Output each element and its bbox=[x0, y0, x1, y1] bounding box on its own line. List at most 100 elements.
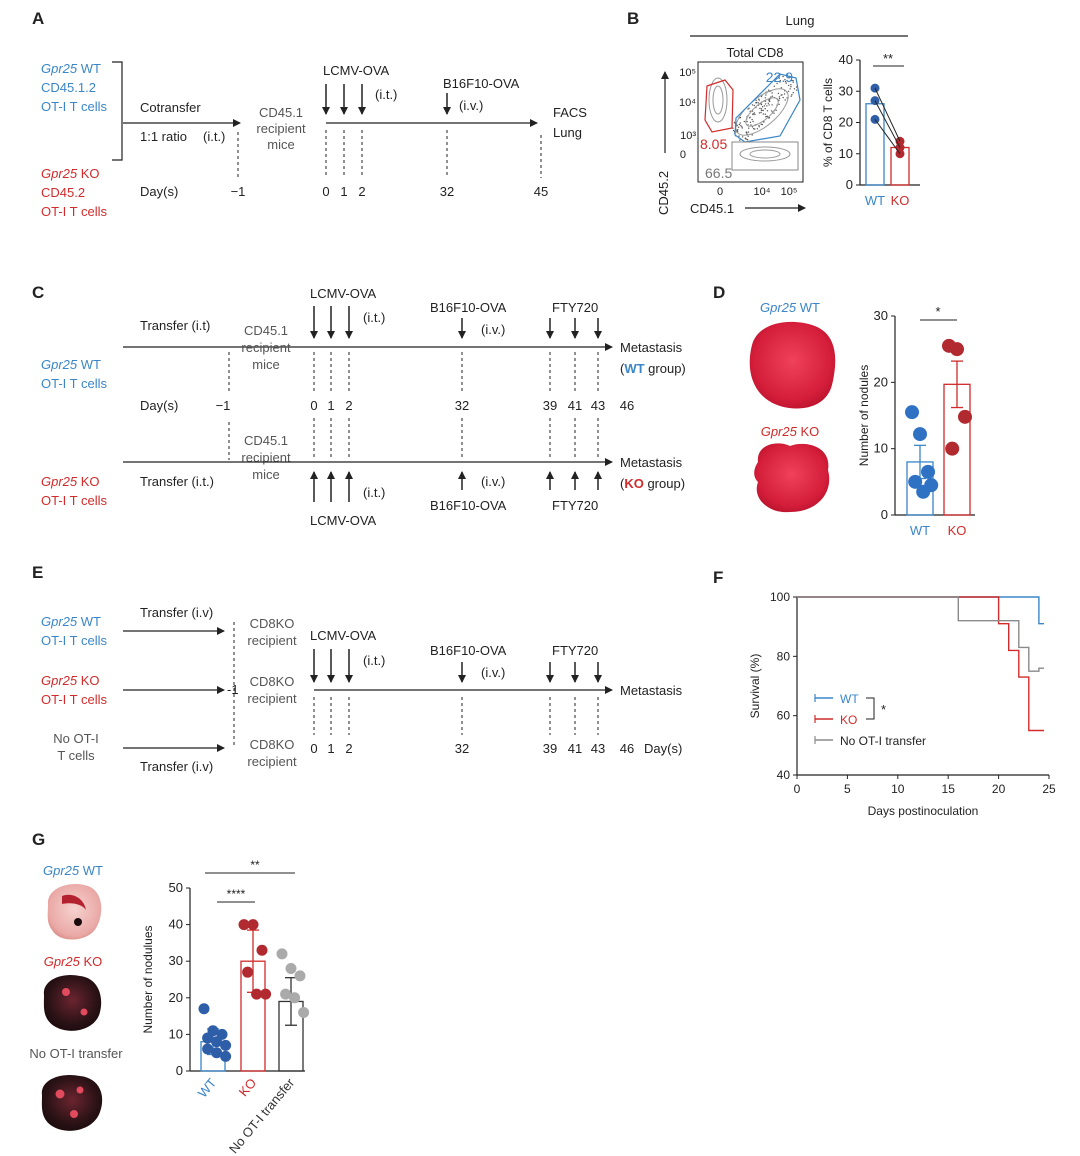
c-recipient-3: mice bbox=[252, 357, 279, 372]
f-ytick-label: 80 bbox=[777, 649, 791, 663]
a-ko-label: Gpr25 KO bbox=[41, 166, 100, 181]
g-point bbox=[220, 1050, 232, 1062]
b-flow-event bbox=[793, 88, 796, 90]
g-y-axis-label: Number of nodulues bbox=[141, 925, 155, 1033]
b-pair-line bbox=[874, 87, 901, 142]
g-point bbox=[256, 944, 268, 956]
b-flow-event bbox=[766, 110, 769, 112]
b-flow-event bbox=[758, 125, 760, 127]
g-category-label: WT bbox=[195, 1075, 220, 1100]
f-sig-label: * bbox=[881, 702, 886, 717]
b-flow-event bbox=[751, 104, 754, 106]
f-series-line bbox=[797, 596, 1044, 672]
a-day-m1: −1 bbox=[231, 184, 246, 199]
f-series-line bbox=[797, 596, 1044, 732]
panel-e: E Transfer (i.v) Gpr25 WT OT-I T cells G… bbox=[32, 563, 683, 774]
b-flow-event bbox=[764, 103, 767, 105]
b-gate-neg-value: 66.5 bbox=[705, 165, 732, 181]
b-ko-gate bbox=[704, 79, 734, 133]
b-flow-event bbox=[790, 84, 792, 86]
b-flow-event bbox=[743, 120, 745, 123]
c-day: 1 bbox=[327, 398, 334, 413]
c-transfer-wt: Transfer (i.t) bbox=[140, 318, 210, 333]
g-lung-ko-spot bbox=[62, 988, 70, 996]
f-xtick-label: 0 bbox=[794, 782, 801, 796]
g-point bbox=[198, 1003, 210, 1015]
b-flow-event bbox=[784, 99, 786, 101]
a-lcmv: LCMV-OVA bbox=[323, 63, 390, 78]
e-recipient-2: recipient bbox=[247, 691, 297, 706]
e-none-line1: No OT-I bbox=[53, 731, 99, 746]
e-ko-cells: OT-I T cells bbox=[41, 692, 107, 707]
b-flow-event bbox=[764, 100, 767, 102]
g-point bbox=[260, 988, 272, 1000]
b-flow-event bbox=[779, 79, 781, 82]
e-cd8ko-1: CD8KO bbox=[250, 616, 295, 631]
b-flow-event bbox=[768, 117, 771, 119]
c-day: 2 bbox=[345, 398, 352, 413]
f-xtick-label: 20 bbox=[992, 782, 1006, 796]
g-point bbox=[242, 966, 254, 978]
b-flow-event bbox=[742, 136, 744, 138]
g-ytick-label: 50 bbox=[169, 880, 183, 895]
d-y-axis-label: Number of nodules bbox=[857, 365, 871, 466]
panel-letter-a: A bbox=[32, 9, 44, 28]
b-flow-event bbox=[780, 87, 783, 89]
b-gate-wt-value: 22.9 bbox=[766, 69, 793, 85]
b-flow-event bbox=[760, 109, 763, 112]
d-ytick-label: 20 bbox=[874, 374, 888, 389]
b-flow-event bbox=[746, 120, 748, 123]
f-y-axis-label: Survival (%) bbox=[748, 654, 762, 719]
e-transfer-1: Transfer (i.v) bbox=[140, 605, 213, 620]
g-point bbox=[294, 970, 306, 982]
a-lcmv-route: (i.t.) bbox=[375, 87, 397, 102]
f-ytick-label: 60 bbox=[777, 709, 791, 723]
a-it: (i.t.) bbox=[203, 129, 225, 144]
b-flow-event bbox=[748, 127, 750, 129]
b-flow-event bbox=[738, 135, 740, 137]
b-flow-event bbox=[771, 92, 773, 94]
b-flow-event bbox=[746, 139, 749, 141]
c-metastasis-wt: Metastasis bbox=[620, 340, 683, 355]
b-flow-event bbox=[762, 113, 764, 115]
d-ytick-label: 0 bbox=[881, 507, 888, 522]
b-flow-event bbox=[764, 113, 766, 115]
b-neg-gate bbox=[731, 141, 799, 171]
e-day: 1 bbox=[327, 741, 334, 756]
b-x-axis-label: CD45.1 bbox=[690, 201, 734, 216]
e-day: 0 bbox=[310, 741, 317, 756]
panel-c: C Transfer (i.t) Gpr25 WT OT-I T cells C… bbox=[32, 283, 686, 528]
b-flow-event bbox=[749, 116, 751, 119]
a-cotransfer: Cotransfer bbox=[140, 100, 201, 115]
b-flow-event bbox=[756, 128, 759, 130]
c-it-top: (i.t.) bbox=[363, 310, 385, 325]
c-lcmv-top: LCMV-OVA bbox=[310, 286, 377, 301]
b-flow-event bbox=[779, 81, 781, 83]
b-flow-event bbox=[747, 131, 750, 133]
d-lung-ko-image bbox=[754, 443, 830, 513]
b-wt-gate bbox=[734, 73, 801, 143]
panel-letter-e: E bbox=[32, 563, 43, 582]
b-flow-event bbox=[760, 95, 763, 98]
d-point bbox=[924, 478, 939, 493]
a-ko-congenic: CD45.2 bbox=[41, 185, 85, 200]
d-ko-label: Gpr25 KO bbox=[761, 424, 820, 439]
b-flow-event bbox=[740, 125, 742, 127]
b-flow-event bbox=[784, 80, 787, 83]
c-iv-bottom: (i.v.) bbox=[481, 474, 505, 489]
b-flow-event bbox=[771, 95, 774, 97]
b-ytick: 10⁵ bbox=[679, 67, 696, 79]
b-header: Lung bbox=[786, 13, 815, 28]
f-series-line bbox=[797, 596, 1044, 625]
g-point bbox=[280, 988, 292, 1000]
a-recipient-2: recipient bbox=[256, 121, 306, 136]
b-flow-event bbox=[752, 113, 754, 115]
g-lung-wt-nodule bbox=[62, 894, 86, 910]
c-wt-label: Gpr25 WT bbox=[41, 357, 101, 372]
c-wt-cells: OT-I T cells bbox=[41, 376, 107, 391]
e-transfer-3: Transfer (i.v) bbox=[140, 759, 213, 774]
b-flow-event bbox=[780, 94, 782, 96]
g-point bbox=[289, 992, 301, 1004]
a-ko-cells: OT-I T cells bbox=[41, 204, 107, 219]
e-day: 2 bbox=[345, 741, 352, 756]
